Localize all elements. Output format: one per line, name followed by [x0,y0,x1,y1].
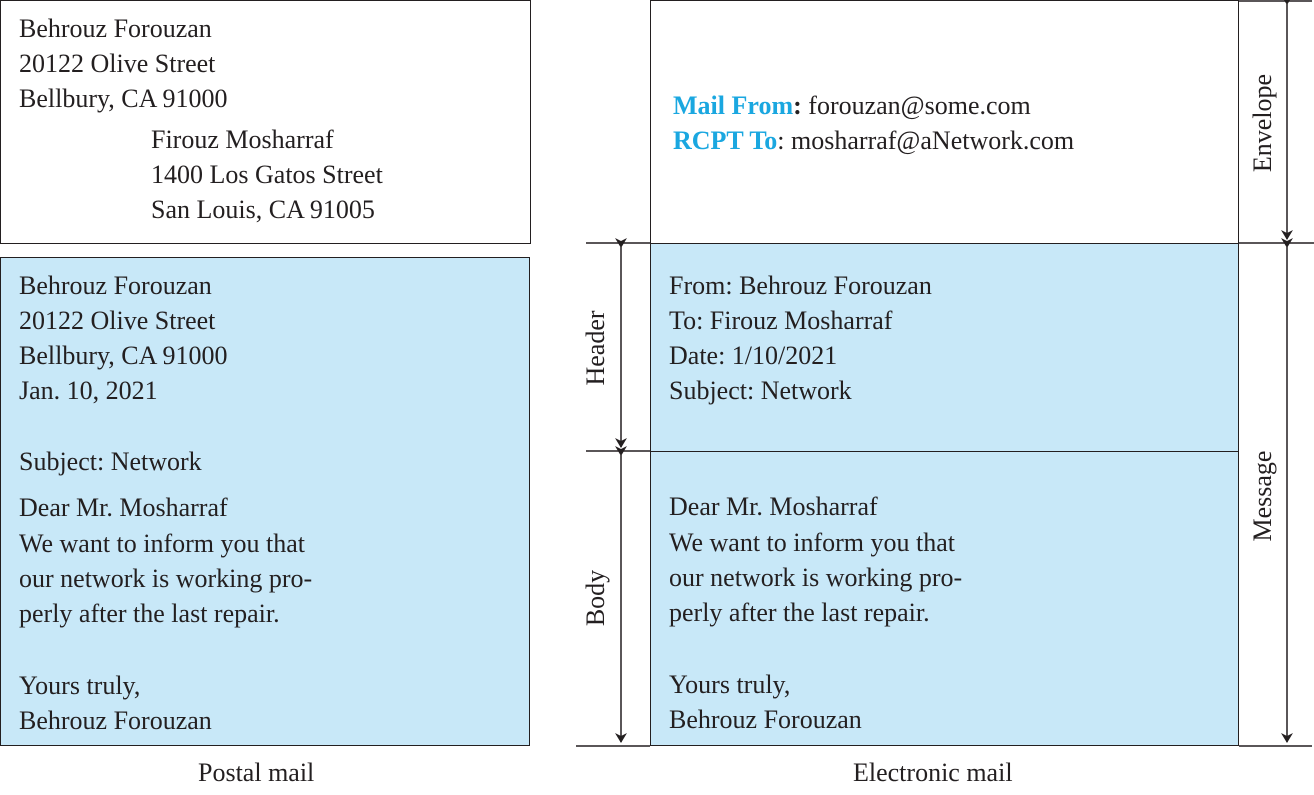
letter-address-name: Behrouz Forouzan [19,271,212,300]
rcpt-to-label: RCPT To [673,126,778,155]
letter-body-line: Dear Mr. Mosharraf [19,493,228,522]
body-label: Body [581,569,610,627]
email-header-date: Date: 1/10/2021 [669,341,838,370]
mail-from-label: Mail From [673,91,794,120]
letter-closing: Yours truly, [19,671,141,700]
mail-from-value: forouzan@some.com [801,91,1031,120]
header-label: Header [581,310,610,386]
letter-address-street: 20122 Olive Street [19,306,216,335]
email-closing: Yours truly, [669,670,791,699]
postal-sender-name: Behrouz Forouzan [19,14,212,43]
email-header-to: To: Firouz Mosharraf [669,306,893,335]
postal-sender-street: 20122 Olive Street [19,49,216,78]
envelope-label: Envelope [1248,73,1277,173]
letter-body-line: We want to inform you that [19,529,306,558]
email-envelope: Mail From: forouzan@some.com RCPT To: mo… [650,0,1239,244]
postal-recipient-city: San Louis, CA 91005 [151,195,375,224]
header-body-divider [651,451,1238,452]
email-body-line: perly after the last repair. [669,598,930,627]
postal-mail-caption: Postal mail [198,758,315,787]
electronic-mail-caption: Electronic mail [853,758,1013,787]
email-header-from: From: Behrouz Forouzan [669,271,932,300]
rcpt-to-colon: : [777,126,785,155]
postal-recipient-street: 1400 Los Gatos Street [151,160,383,189]
mail-from-line: Mail From: forouzan@some.com [673,88,1031,123]
letter-subject: Subject: Network [19,447,202,476]
letter-signature: Behrouz Forouzan [19,706,212,735]
email-body-line: Dear Mr. Mosharraf [669,492,878,521]
letter-body-line: perly after the last repair. [19,599,280,628]
email-body-line: We want to inform you that [669,528,956,557]
mail-from-colon: : [793,91,802,120]
postal-envelope: Behrouz Forouzan 20122 Olive Street Bell… [0,0,531,244]
letter-date: Jan. 10, 2021 [19,376,158,405]
email-header-subject: Subject: Network [669,376,852,405]
postal-recipient-name: Firouz Mosharraf [151,125,334,154]
letter-body-line: our network is working pro- [19,564,313,593]
letter-address-city: Bellbury, CA 91000 [19,341,228,370]
rcpt-to-value: mosharraf@aNetwork.com [784,126,1075,155]
postal-letter: Behrouz Forouzan 20122 Olive Street Bell… [0,257,530,746]
rcpt-to-line: RCPT To: mosharraf@aNetwork.com [673,123,1074,158]
postal-sender-city: Bellbury, CA 91000 [19,84,228,113]
email-message: From: Behrouz Forouzan To: Firouz Moshar… [650,243,1239,746]
email-body-line: our network is working pro- [669,563,963,592]
email-signature: Behrouz Forouzan [669,705,862,734]
message-label: Message [1248,450,1277,542]
